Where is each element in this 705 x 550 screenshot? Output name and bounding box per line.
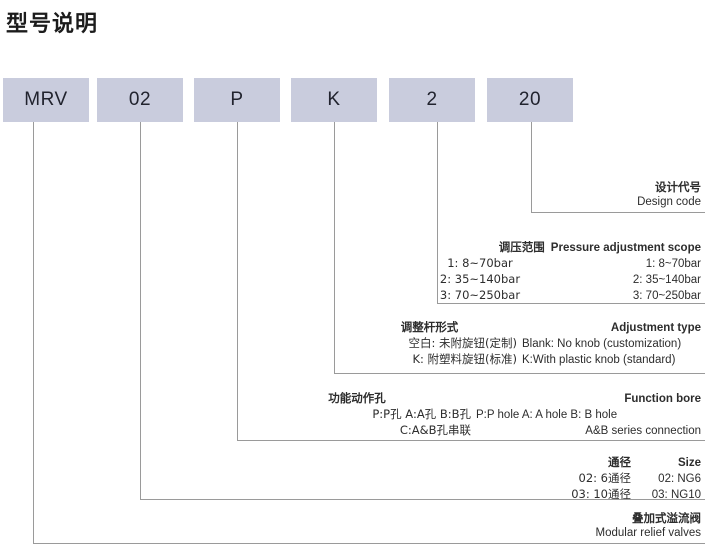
leader-vertical-design-code	[531, 122, 532, 212]
annotation-function-bore-row: P:P孔 A:A孔 B:B孔 P:P hole A: A hole B: B h…	[243, 407, 701, 423]
annotation-adjustment-type-cn-title: 调整杆形式	[400, 320, 459, 334]
pressure-scope-en-3: 3: 70~250bar	[632, 290, 701, 302]
annotation-function-bore-row: C:A&B孔串联 A&B series connection	[243, 423, 701, 439]
annotation-adjustment-type-titles: 调整杆形式 Adjustment type	[342, 320, 701, 336]
annotation-series-cn-title: 叠加式溢流阀	[632, 511, 701, 525]
adjustment-type-en-2: K:With plastic knob (standard)	[522, 354, 676, 366]
size-cn-2: 03: 10通径	[571, 487, 631, 501]
code-box-size[interactable]: 02	[97, 78, 183, 122]
annotation-size-en-title: Size	[677, 457, 701, 469]
annotation-adjustment-type-row: 空白: 未附旋钮(定制) Blank: No knob (customizati…	[342, 336, 701, 352]
leader-horizontal-design-code	[531, 212, 705, 213]
leader-vertical-function-bore	[237, 122, 238, 440]
size-en-2: 03: NG10	[651, 489, 701, 501]
annotation-function-bore: 功能动作孔 Function bore P:P孔 A:A孔 B:B孔 P:P h…	[243, 391, 701, 439]
annotation-function-bore-titles: 功能动作孔 Function bore	[243, 391, 701, 407]
annotation-pressure-scope: 调压范围 Pressure adjustment scope 1: 8~70ba…	[409, 240, 701, 304]
leader-vertical-size	[140, 122, 141, 499]
function-bore-en-1: P:P hole A: A hole B: B hole	[476, 409, 618, 421]
code-box-function-bore[interactable]: P	[194, 78, 280, 122]
annotation-adjustment-type: 调整杆形式 Adjustment type 空白: 未附旋钮(定制) Blank…	[342, 320, 701, 368]
annotation-design-code-en-title: Design code	[637, 196, 701, 208]
leader-vertical-pressure-scope	[437, 122, 438, 303]
leader-horizontal-series	[33, 543, 705, 544]
code-box-design-code[interactable]: 20	[487, 78, 573, 122]
annotation-size-row: 02: 6通径 02: NG6	[521, 471, 701, 487]
annotation-size-titles: 通径 Size	[521, 455, 701, 471]
annotation-series: 叠加式溢流阀 Modular relief valves	[596, 511, 701, 541]
annotation-pressure-scope-en-title: Pressure adjustment scope	[550, 242, 701, 254]
annotation-pressure-scope-titles: 调压范围 Pressure adjustment scope	[409, 240, 701, 256]
pressure-scope-cn-1: 1: 8~70bar	[447, 256, 513, 270]
annotation-design-code-cn-title: 设计代号	[655, 180, 701, 194]
leader-horizontal-size	[140, 499, 705, 500]
pressure-scope-en-1: 1: 8~70bar	[645, 258, 701, 270]
adjustment-type-cn-1: 空白: 未附旋钮(定制)	[408, 336, 517, 350]
pressure-scope-en-2: 2: 35~140bar	[632, 274, 701, 286]
leader-vertical-series	[33, 122, 34, 543]
annotation-pressure-scope-row: 2: 35~140bar 2: 35~140bar	[409, 272, 701, 288]
annotation-function-bore-en-title: Function bore	[624, 393, 701, 405]
annotation-adjustment-type-en-title: Adjustment type	[610, 322, 701, 334]
code-box-adjustment-type[interactable]: K	[291, 78, 377, 122]
leader-horizontal-adjustment-type	[334, 373, 705, 374]
leader-horizontal-pressure-scope	[437, 303, 705, 304]
function-bore-en-2: A&B series connection	[585, 425, 701, 437]
size-en-1: 02: NG6	[658, 473, 701, 485]
annotation-design-code: 设计代号 Design code	[637, 180, 701, 210]
code-box-pressure-scope[interactable]: 2	[389, 78, 475, 122]
annotation-series-en-title: Modular relief valves	[595, 527, 701, 539]
annotation-function-bore-cn-title: 功能动作孔	[328, 391, 386, 405]
function-bore-cn-2: C:A&B孔串联	[399, 423, 471, 437]
pressure-scope-cn-2: 2: 35~140bar	[439, 272, 521, 286]
code-box-series[interactable]: MRV	[3, 78, 89, 122]
adjustment-type-en-1: Blank: No knob (customization)	[522, 338, 682, 350]
annotation-pressure-scope-row: 3: 70~250bar 3: 70~250bar	[409, 288, 701, 304]
model-code-row: MRV 02 P K 2 20	[0, 78, 705, 122]
leader-vertical-adjustment-type	[334, 122, 335, 373]
annotation-pressure-scope-cn-title: 调压范围	[498, 240, 545, 254]
adjustment-type-cn-2: K: 附塑料旋钮(标准)	[412, 352, 517, 366]
annotation-size-cn-title: 通径	[608, 455, 631, 469]
function-bore-cn-1: P:P孔 A:A孔 B:B孔	[372, 407, 471, 421]
size-cn-1: 02: 6通径	[578, 471, 631, 485]
leader-horizontal-function-bore	[237, 440, 705, 441]
annotation-adjustment-type-row: K: 附塑料旋钮(标准) K:With plastic knob (standa…	[342, 352, 701, 368]
annotation-size: 通径 Size 02: 6通径 02: NG6 03: 10通径 03: NG1…	[521, 455, 701, 503]
annotation-size-row: 03: 10通径 03: NG10	[521, 487, 701, 503]
annotation-pressure-scope-row: 1: 8~70bar 1: 8~70bar	[409, 256, 701, 272]
pressure-scope-cn-3: 3: 70~250bar	[439, 288, 521, 302]
page-title: 型号说明	[6, 12, 99, 37]
